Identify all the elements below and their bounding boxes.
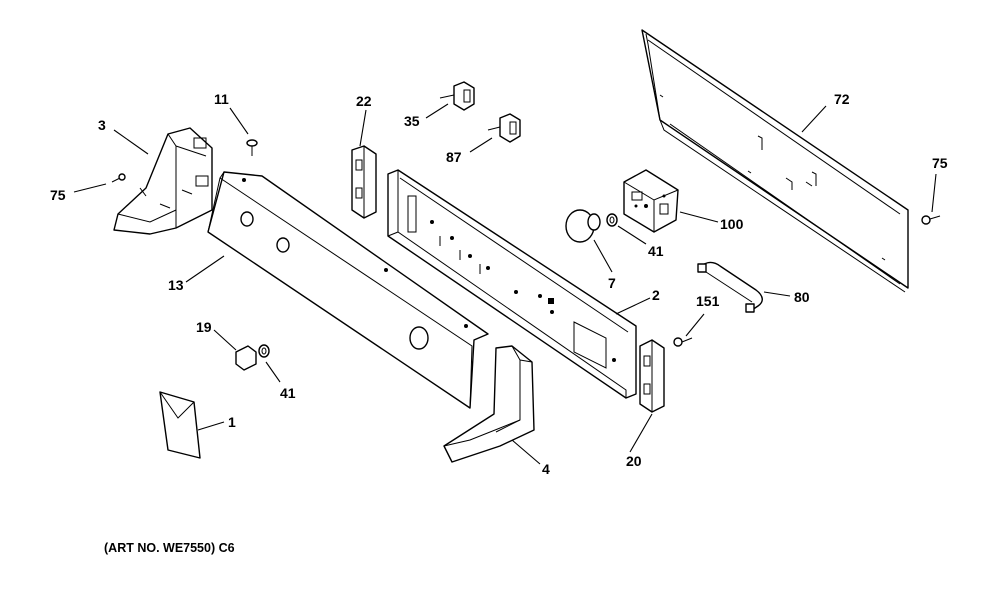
callout-80: 80: [794, 289, 810, 305]
callout-4: 4: [542, 461, 550, 477]
callout-72: 72: [834, 91, 850, 107]
leader-lines: [73, 103, 937, 465]
callout-7: 7: [608, 275, 616, 291]
part-20-end-cap: [639, 339, 665, 413]
part-1-literature-envelope: [159, 391, 201, 459]
part-72-back-panel: [641, 29, 909, 293]
callout-19: 19: [196, 319, 212, 335]
callout-75-right: 75: [932, 155, 948, 171]
part-3-end-bracket: [113, 127, 213, 235]
part-19-button: [235, 345, 257, 371]
callout-22: 22: [356, 93, 372, 109]
callout-13: 13: [168, 277, 184, 293]
part-75-left-screw: [111, 173, 126, 183]
callout-151: 151: [696, 293, 720, 309]
part-22-end-cap: [351, 145, 377, 219]
part-2-control-panel-bracket: [387, 169, 637, 399]
part-13-front-control-panel: [207, 171, 489, 409]
callout-20: 20: [626, 453, 642, 469]
callout-1: 1: [228, 414, 236, 430]
part-35-switch: [439, 81, 475, 111]
part-87-switch: [487, 113, 521, 143]
art-number-label: (ART NO. WE7550) C6: [104, 541, 235, 555]
part-75-right-screw: [921, 215, 941, 225]
callout-87: 87: [446, 149, 462, 165]
callout-2: 2: [652, 287, 660, 303]
part-41-lower-insert: [258, 344, 270, 358]
callout-11: 11: [214, 91, 229, 107]
part-100-control-module: [623, 169, 679, 233]
callout-3: 3: [98, 117, 106, 133]
part-41-upper-insert: [606, 213, 618, 227]
part-4-support-bracket: [443, 345, 535, 463]
callout-100: 100: [720, 216, 744, 232]
callout-35: 35: [404, 113, 420, 129]
part-11-screw: [246, 139, 258, 156]
callout-41-lower: 41: [280, 385, 296, 401]
part-7-knob: [565, 209, 601, 243]
part-80-wire-harness: [697, 261, 763, 313]
callout-labels: 3 75 11 13 19 41 1 22 35 87 4 20 2 7 41 …: [50, 91, 948, 477]
callout-41-upper: 41: [648, 243, 664, 259]
part-151-screw: [673, 337, 693, 347]
callout-75-left: 75: [50, 187, 66, 203]
